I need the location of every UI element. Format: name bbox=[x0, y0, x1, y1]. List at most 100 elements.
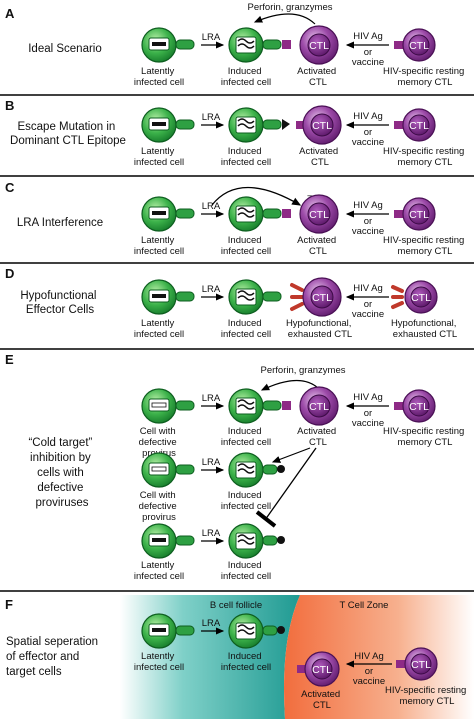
memory-ctl: CTL bbox=[394, 197, 436, 231]
ctl-text: CTL bbox=[312, 292, 332, 304]
exhausted-ctl-label-line: exhausted CTL bbox=[288, 329, 352, 340]
perforin-label: Perforin, granzymes bbox=[247, 2, 332, 13]
vaccine-label: vaccine bbox=[353, 676, 385, 687]
activated-ctl: CTL bbox=[296, 105, 342, 145]
panel-title-b: Escape Mutation in Dominant CTL Epitope bbox=[10, 121, 126, 147]
memory-ctl: CTL bbox=[394, 389, 436, 423]
induced-cell bbox=[228, 196, 291, 232]
memory-ctl-label-line: memory CTL bbox=[398, 246, 453, 257]
induced-cell-label: Induced infected cell bbox=[221, 235, 271, 257]
activated-ctl-label: Activated CTL bbox=[297, 235, 339, 257]
memory-ctl-label-line: memory CTL bbox=[398, 77, 453, 88]
panel-e: Perforin, granzymes Cell with defective … bbox=[134, 365, 464, 582]
hiv-ag-label: HIV Ag bbox=[353, 31, 383, 42]
induced-cell bbox=[228, 613, 285, 649]
exhausted-memory-ctl-label: Hypofunctional, exhausted CTL bbox=[391, 318, 459, 340]
induced-cell-label: Induced infected cell bbox=[221, 318, 271, 340]
latent-cell-label: Latently infected cell bbox=[134, 651, 184, 673]
memory-ctl-label: HIV-specific resting memory CTL bbox=[383, 146, 467, 168]
induced-cell bbox=[228, 279, 282, 315]
defective-cell-label-line: Cell with bbox=[140, 490, 176, 501]
panel-a: Latently infected cell LRA Induced infec… bbox=[134, 2, 467, 88]
vaccine-label: vaccine bbox=[352, 57, 384, 68]
memory-ctl-label-line: HIV-specific resting bbox=[383, 235, 464, 246]
activated-ctl: CTL bbox=[297, 651, 340, 687]
panel-title-e-line: “Cold target” bbox=[28, 437, 92, 449]
latent-cell-label-line: infected cell bbox=[134, 157, 184, 168]
panel-label-d: D bbox=[5, 266, 14, 281]
induced-cell-label-line: infected cell bbox=[221, 662, 271, 673]
induced-cell bbox=[228, 452, 285, 488]
memory-ctl-label: HIV-specific resting memory CTL bbox=[383, 235, 467, 257]
lra-label: LRA bbox=[202, 32, 221, 43]
perforin-arrow bbox=[260, 379, 319, 391]
memory-ctl-label: HIV-specific resting memory CTL bbox=[383, 66, 467, 88]
induced-cell bbox=[228, 107, 290, 143]
panel-title-d-line: Hypofunctional bbox=[20, 290, 96, 302]
activated-ctl-label-line: Activated bbox=[297, 235, 336, 246]
latent-cell bbox=[141, 107, 195, 143]
ctl-text: CTL bbox=[409, 40, 429, 52]
panel-title-b-line: Escape Mutation in bbox=[17, 121, 115, 133]
memory-ctl-label-line: HIV-specific resting bbox=[383, 66, 464, 77]
inhibitory-receptor-icon bbox=[290, 283, 304, 311]
lra-interference-arrow bbox=[211, 186, 302, 206]
or-label: or bbox=[365, 666, 373, 677]
panel-title-f-line: target cells bbox=[6, 666, 62, 678]
latent-cell bbox=[141, 279, 195, 315]
defective-cell-label: Cell with defective provirus bbox=[139, 490, 180, 523]
ctl-text: CTL bbox=[312, 664, 332, 676]
latent-cell-label-line: Latently bbox=[141, 318, 175, 329]
induced-cell-label: Induced infected cell bbox=[221, 146, 271, 168]
panel-title-b-line: Dominant CTL Epitope bbox=[10, 135, 126, 147]
vaccine-label: vaccine bbox=[352, 137, 384, 148]
induced-cell bbox=[228, 388, 291, 424]
escape-mutant-epitope-icon bbox=[282, 119, 290, 130]
induced-cell-label-line: Induced bbox=[228, 66, 262, 77]
induced-cell-label-line: infected cell bbox=[221, 329, 271, 340]
lra-label: LRA bbox=[202, 201, 221, 212]
memory-ctl-label-line: memory CTL bbox=[398, 437, 453, 448]
latent-cell-label-line: infected cell bbox=[134, 329, 184, 340]
or-label: or bbox=[364, 216, 372, 227]
memory-ctl-label-line: HIV-specific resting bbox=[385, 685, 466, 696]
defective-cell-label-line: provirus bbox=[142, 512, 176, 523]
latent-cell-label-line: Latently bbox=[141, 66, 175, 77]
panel-title-e: “Cold target” inhibition by cells with d… bbox=[28, 437, 95, 509]
induced-cell-label-line: Induced bbox=[228, 490, 262, 501]
memory-ctl-label-line: memory CTL bbox=[400, 696, 455, 707]
latent-cell-label: Latently infected cell bbox=[134, 235, 184, 257]
induced-cell-label: Induced infected cell bbox=[221, 651, 271, 673]
panel-label-b: B bbox=[5, 98, 14, 113]
activated-ctl-label-line: Activated bbox=[297, 426, 336, 437]
memory-ctl-label-line: HIV-specific resting bbox=[383, 146, 464, 157]
exhausted-memory-ctl-label-line: exhausted CTL bbox=[393, 329, 457, 340]
activated-ctl-label-line: Activated bbox=[297, 66, 336, 77]
latent-cell-label: Latently infected cell bbox=[134, 318, 184, 340]
induced-cell-label-line: Induced bbox=[228, 651, 262, 662]
induced-cell-label: Induced infected cell bbox=[221, 66, 271, 88]
activated-ctl: CTL bbox=[299, 25, 339, 65]
b-follicle-label: B cell follicle bbox=[210, 600, 262, 611]
activated-ctl-label-line: CTL bbox=[309, 77, 327, 88]
panel-title-f-line: of effector and bbox=[6, 651, 79, 663]
induced-cell-label-line: infected cell bbox=[221, 501, 271, 512]
vaccine-label: vaccine bbox=[352, 309, 384, 320]
panel-title-f: Spatial seperation of effector and targe… bbox=[6, 636, 101, 678]
vaccine-label: vaccine bbox=[352, 418, 384, 429]
or-label: or bbox=[364, 299, 372, 310]
panel-f: B cell follicle T Cell Zone Latently inf… bbox=[134, 600, 466, 711]
panel-d: Latently infected cell LRA Induced infec… bbox=[134, 277, 459, 340]
latent-cell-label: Latently infected cell bbox=[134, 66, 184, 88]
induced-cell-label-line: infected cell bbox=[221, 571, 271, 582]
panel-label-c: C bbox=[5, 180, 15, 195]
latent-cell-label: Latently infected cell bbox=[134, 146, 184, 168]
activated-ctl-label: Activated CTL bbox=[299, 146, 341, 168]
activated-ctl-label-line: CTL bbox=[313, 700, 331, 711]
or-label: or bbox=[364, 127, 372, 138]
panel-title-e-line: defective bbox=[37, 482, 83, 494]
panel-title-d-line: Effector Cells bbox=[26, 304, 94, 316]
activated-ctl: CTL bbox=[299, 194, 339, 234]
activated-ctl-label-line: CTL bbox=[309, 246, 327, 257]
perforin-arrow bbox=[253, 13, 316, 25]
